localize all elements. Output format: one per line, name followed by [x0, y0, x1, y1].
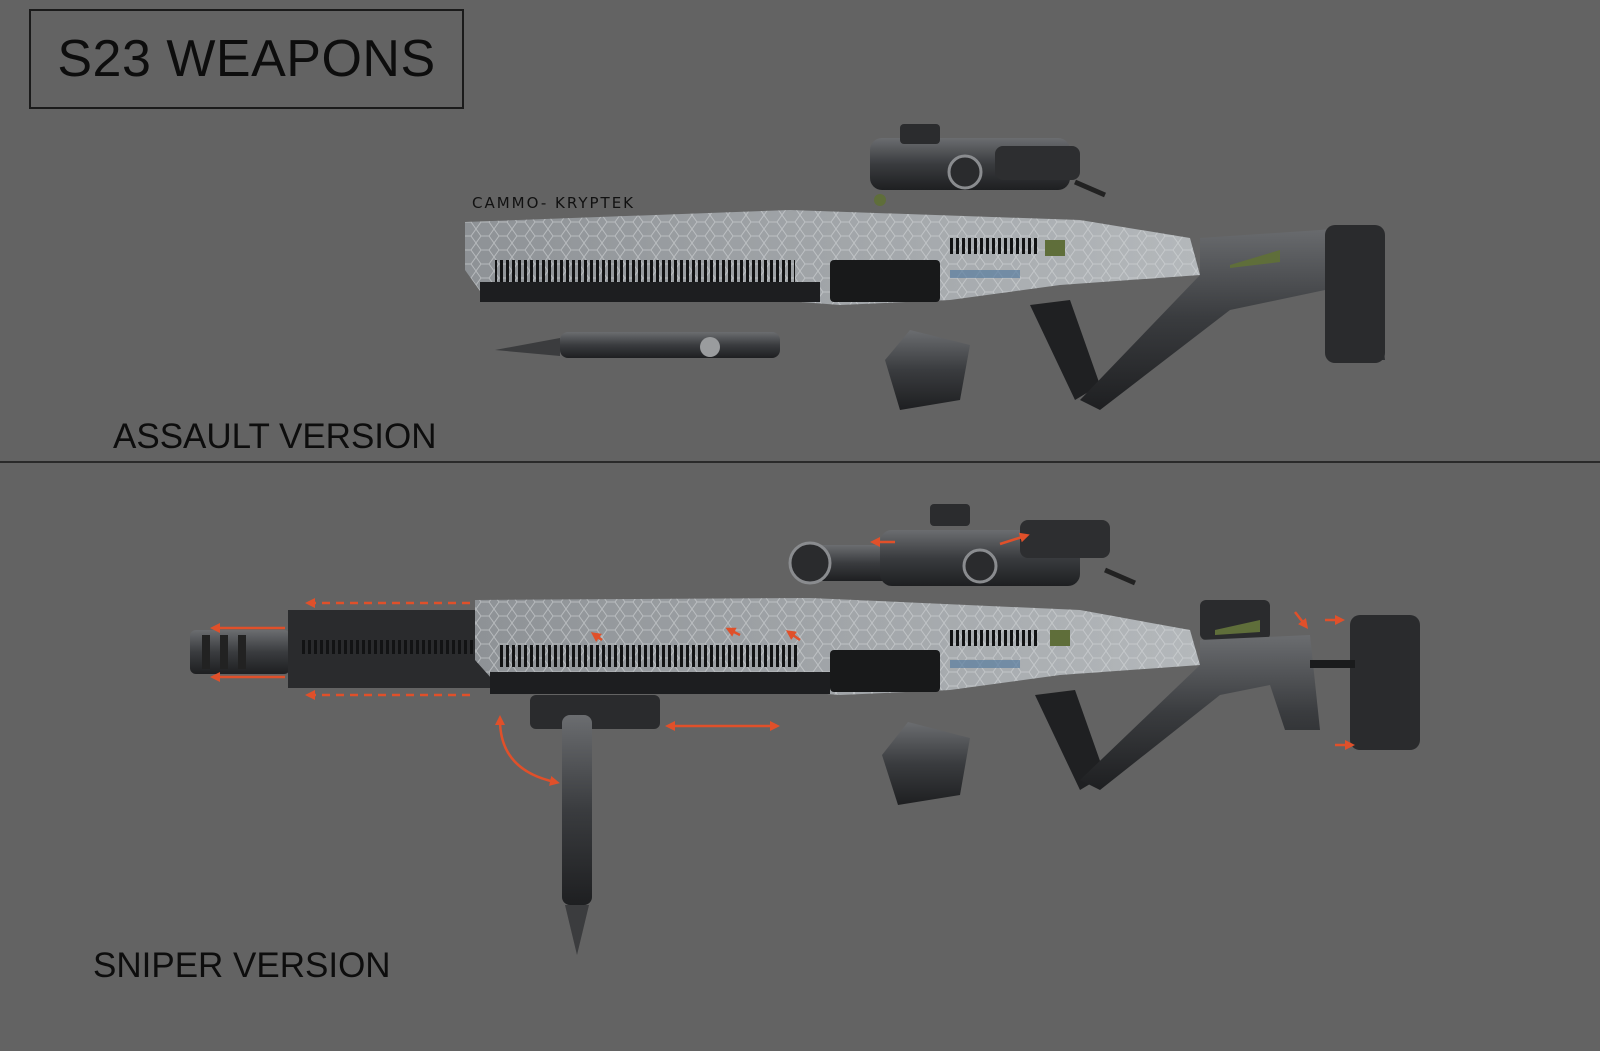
receiver — [475, 598, 1200, 695]
page-title: S23 WEAPONS — [57, 30, 436, 88]
adjustment-arrows — [210, 532, 1355, 786]
muzzle-brake — [190, 630, 290, 674]
stock — [1080, 600, 1420, 790]
receiver — [465, 210, 1200, 305]
title-box: S23 WEAPONS — [29, 9, 464, 109]
camo-label: CAMMO- KRYPTEK — [472, 194, 636, 212]
folded-bipod — [495, 332, 780, 358]
scope — [788, 504, 1136, 586]
grip — [1030, 300, 1100, 400]
optic — [870, 124, 1106, 206]
assault-version-label: ASSAULT VERSION — [113, 417, 437, 456]
stock — [1080, 225, 1385, 410]
grip — [1035, 690, 1105, 790]
deployed-bipod — [530, 695, 660, 955]
magazine — [885, 330, 970, 410]
assault-rifle-image — [465, 124, 1385, 410]
sniper-version-label: SNIPER VERSION — [93, 946, 391, 985]
magazine — [882, 722, 970, 805]
sniper-rifle-image — [190, 504, 1420, 955]
section-divider — [0, 461, 1600, 463]
barrel-extension — [288, 610, 508, 688]
